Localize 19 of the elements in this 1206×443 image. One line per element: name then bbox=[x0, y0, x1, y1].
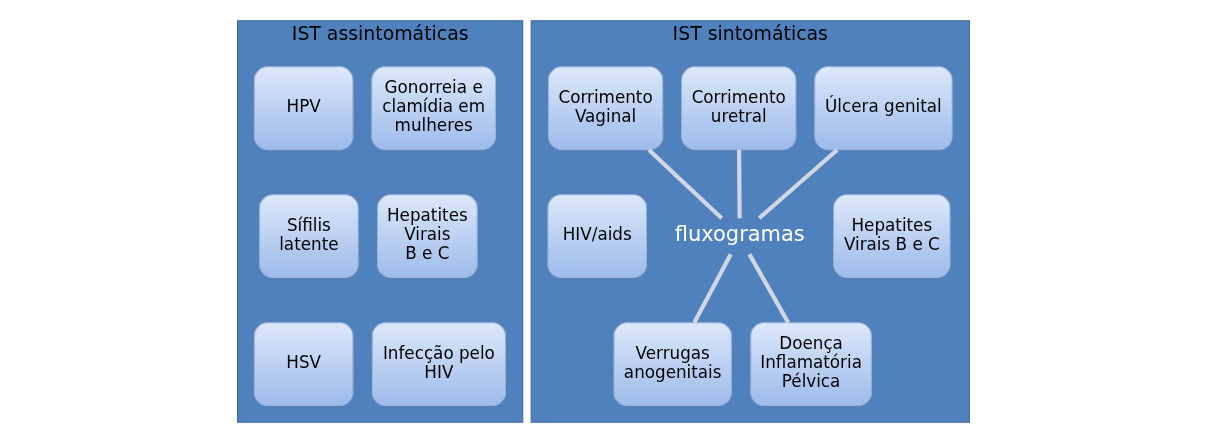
node-box: HPV bbox=[253, 66, 353, 151]
node-box: Infecção pelo HIV bbox=[371, 322, 506, 407]
node-box: Corrimento Vaginal bbox=[547, 66, 663, 151]
node-box: Sífilis latente bbox=[258, 194, 359, 279]
connector bbox=[736, 149, 742, 219]
node-text: fluxogramas bbox=[674, 222, 805, 247]
node-box: Gonorreia e clamídia em mulheres bbox=[370, 66, 496, 151]
node-box: Úlcera genital bbox=[813, 66, 953, 151]
node-box: Hepatites Virais B e C bbox=[832, 194, 951, 279]
connector bbox=[691, 253, 733, 324]
connector bbox=[646, 148, 723, 220]
node-box: HSV bbox=[253, 322, 353, 407]
connector bbox=[747, 253, 790, 324]
connector bbox=[757, 148, 839, 220]
node-box: Verrugas anogenitais bbox=[612, 322, 732, 407]
node-box: Hepatites Virais B e C bbox=[376, 194, 478, 279]
node-box: Corrimento uretral bbox=[680, 66, 796, 151]
node-box: Doença Inflamatória Pélvica bbox=[749, 322, 872, 407]
node-box: HIV/aids bbox=[546, 194, 647, 279]
